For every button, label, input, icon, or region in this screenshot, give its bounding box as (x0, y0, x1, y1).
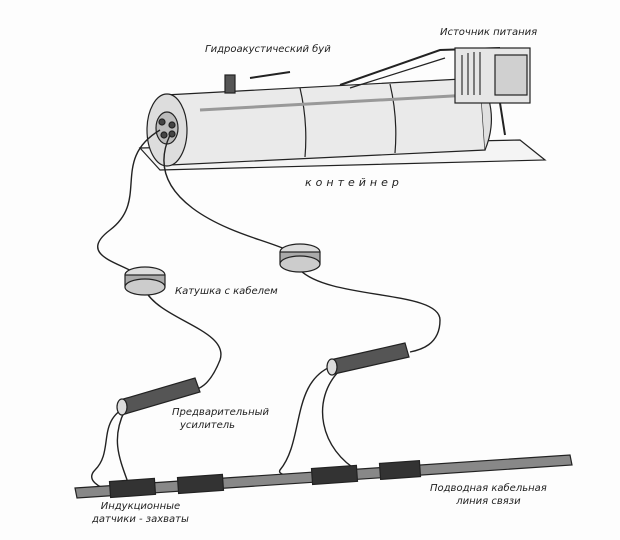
label-cable-line2: линия связи (456, 496, 521, 507)
label-preamplifier-line1: Предварительный (172, 407, 269, 418)
container-cylinder (146, 71, 493, 167)
preamplifier-right (326, 342, 410, 376)
label-preamplifier-line2: усилитель (180, 420, 236, 431)
induction-sensors (108, 459, 422, 499)
label-preamplifier: Предварительный усилитель (172, 406, 269, 432)
label-induction-sensors: Индукционные датчики - захваты (92, 500, 189, 526)
label-cable-line1: Подводная кабельная (430, 483, 547, 494)
label-sensors-line2: датчики - захваты (92, 514, 189, 525)
label-cable-reel: Катушка с кабелем (175, 286, 278, 297)
label-sensors-line1: Индукционные (100, 501, 181, 512)
label-buoy: Гидроакустический буй (205, 44, 331, 55)
power-source (339, 47, 531, 136)
cable-reel-right (279, 243, 321, 273)
connection-wires (91, 129, 441, 491)
cable-reel-left (124, 266, 166, 296)
label-power-source: Источник питания (440, 27, 538, 38)
label-underwater-cable: Подводная кабельная линия связи (430, 482, 547, 508)
preamplifier-left (116, 377, 201, 416)
label-container: контейнер (305, 176, 403, 189)
